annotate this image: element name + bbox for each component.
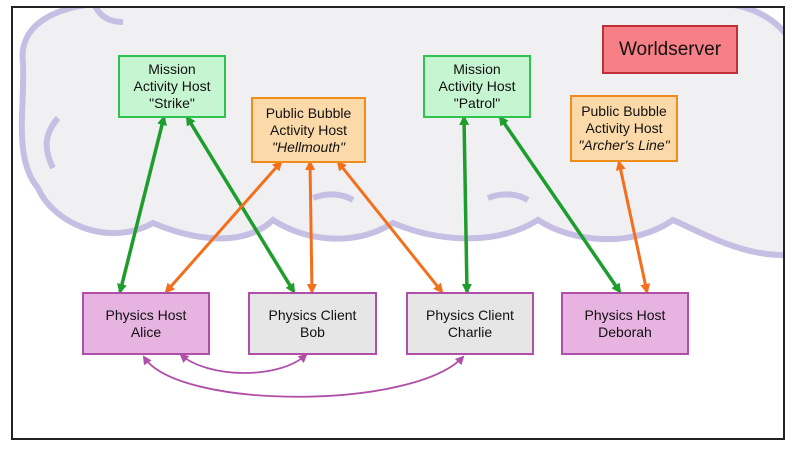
node-line: Public Bubble [265,104,352,121]
node-line: Activity Host [438,78,516,94]
cloud-inner-curve [43,116,61,170]
activity-host-hellmouth[interactable]: Public Bubble Activity Host "Hellmouth" [251,97,366,163]
worldserver-label: Worldserver [618,39,722,60]
cloud-inner-curve [92,8,124,25]
peer-link-alice-charlie [142,355,465,398]
bubble-link-hellmouth-alice [164,160,283,294]
node-line: Mission [453,61,501,77]
node-line: Charlie [447,323,493,340]
physics-host-alice[interactable]: Physics Host Alice [82,292,210,355]
node-line: Physics Host [584,306,666,323]
node-line: "Hellmouth" [272,138,345,155]
physics-host-deborah[interactable]: Physics Host Deborah [561,292,689,355]
physics-client-bob[interactable]: Physics Client Bob [248,292,377,355]
node-line: Physics Client [268,306,357,323]
node-line: Activity Host [585,120,663,136]
node-line: Bob [300,323,325,340]
node-line: Alice [130,323,162,340]
node-line: Activity Host [269,121,347,138]
node-line: "Archer's Line" [578,137,670,153]
bubble-link-archers-deborah [615,160,651,294]
node-line: "Patrol" [453,95,501,111]
bubble-link-hellmouth-charlie [336,160,444,294]
node-line: Physics Host [105,306,187,323]
node-line: "Strike" [149,95,195,111]
mission-link-strike-alice [117,115,167,294]
node-line: Activity Host [133,78,211,94]
activity-host-archers-line[interactable]: Public Bubble Activity Host "Archer's Li… [570,95,678,162]
node-line: Deborah [598,323,652,340]
activity-host-strike[interactable]: Mission Activity Host "Strike" [118,55,226,118]
node-line: Public Bubble [581,103,667,119]
node-line: Physics Client [426,306,514,323]
node-line: Mission [148,61,196,77]
diagram-frame: Worldserver Mission Activity Host "Strik… [11,6,785,440]
physics-client-charlie[interactable]: Physics Client Charlie [406,292,534,355]
activity-host-patrol[interactable]: Mission Activity Host "Patrol" [423,55,531,118]
mission-link-patrol-deborah [498,115,622,294]
mission-link-patrol-charlie [459,115,472,294]
bubble-link-hellmouth-bob [305,160,317,294]
worldserver-box[interactable]: Worldserver [602,25,738,74]
peer-link-alice-bob [179,353,308,374]
